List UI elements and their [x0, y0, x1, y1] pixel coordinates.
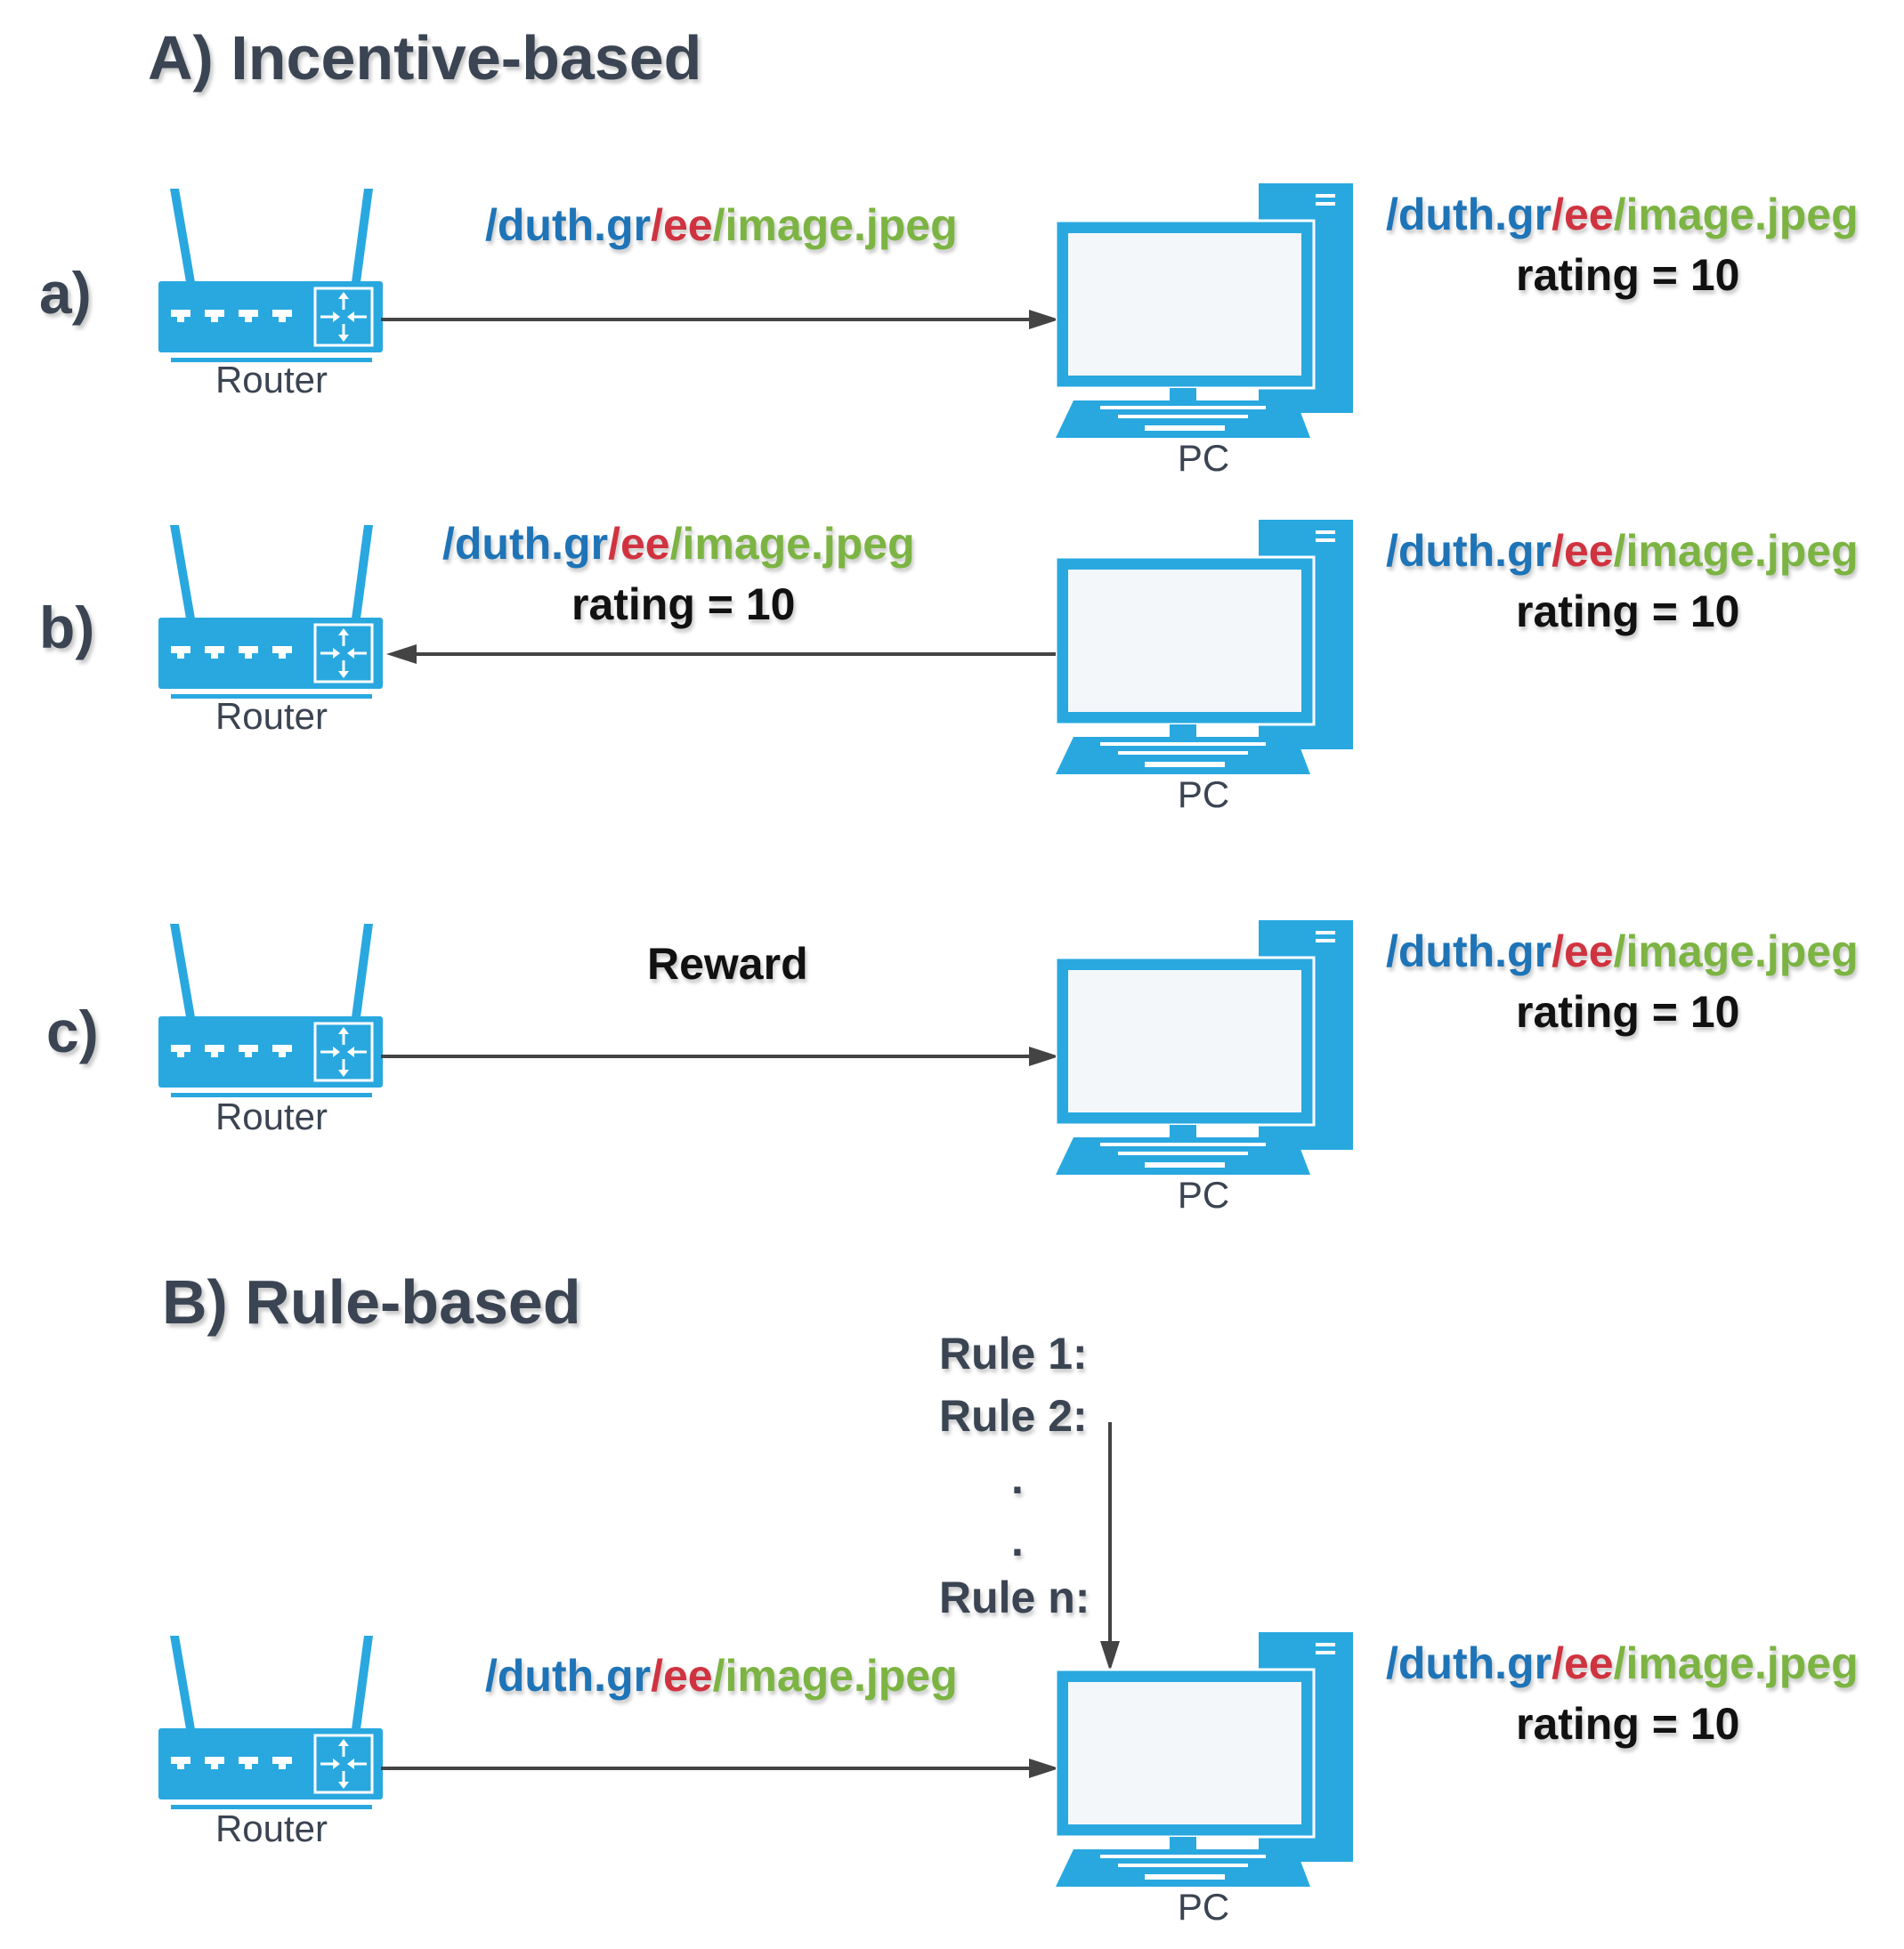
arrow-b	[386, 644, 1063, 664]
stored-path-a: /duth.gr/ee/image.jpeg	[1386, 190, 1859, 239]
transfer-path-b: /duth.gr/ee/image.jpeg	[442, 519, 915, 569]
rule-dot-2: .	[1011, 1516, 1024, 1565]
section-a-title: A) Incentive-based	[148, 23, 702, 93]
reward-label: Reward	[647, 939, 808, 989]
stored-rating-c: rating = 10	[1516, 987, 1740, 1037]
router-a-label: Router	[215, 359, 328, 400]
stored-path-c: /duth.gr/ee/image.jpeg	[1386, 926, 1859, 976]
pc-rule	[1054, 1632, 1358, 1896]
stored-path-rule: /duth.gr/ee/image.jpeg	[1386, 1638, 1859, 1688]
router-c-label: Router	[215, 1096, 328, 1137]
pc-b	[1054, 520, 1358, 784]
router-b-label: Router	[215, 695, 328, 737]
pc-rule-label: PC	[1177, 1886, 1230, 1928]
pc-c-label: PC	[1177, 1174, 1230, 1216]
router-rule	[158, 1632, 386, 1815]
router-c	[158, 920, 386, 1103]
stored-path-b: /duth.gr/ee/image.jpeg	[1386, 526, 1859, 576]
stored-rating-a: rating = 10	[1516, 250, 1740, 300]
transfer-rating-b: rating = 10	[571, 579, 796, 629]
router-icon	[158, 1636, 383, 1809]
pc-icon	[1054, 920, 1353, 1175]
row-b-label: b)	[39, 594, 95, 660]
arrow-c	[381, 1047, 1059, 1066]
arrow-rule	[381, 1759, 1059, 1778]
rule-dot-1: .	[1011, 1453, 1024, 1503]
pc-icon	[1054, 183, 1353, 438]
pc-icon	[1054, 1632, 1353, 1887]
pc-a	[1054, 183, 1358, 448]
router-a	[158, 185, 386, 368]
stored-rating-rule: rating = 10	[1516, 1699, 1740, 1749]
arrow-a	[381, 310, 1059, 329]
router-rule-label: Router	[215, 1807, 328, 1849]
stored-rating-b: rating = 10	[1516, 586, 1740, 636]
transfer-path-a: /duth.gr/ee/image.jpeg	[485, 200, 958, 250]
arrow-rules-down	[1100, 1422, 1120, 1671]
router-icon	[158, 189, 383, 362]
rule-n: Rule n:	[939, 1573, 1090, 1622]
row-c-label: c)	[46, 999, 99, 1064]
router-b	[158, 522, 386, 704]
router-icon	[158, 924, 383, 1097]
rule-2: Rule 2:	[939, 1391, 1088, 1441]
rule-1: Rule 1:	[939, 1329, 1088, 1379]
router-icon	[158, 525, 383, 699]
section-b-title: B) Rule-based	[162, 1267, 581, 1337]
transfer-path-rule: /duth.gr/ee/image.jpeg	[485, 1651, 958, 1701]
pc-c	[1054, 920, 1358, 1185]
pc-b-label: PC	[1177, 773, 1230, 815]
row-a-label: a)	[39, 260, 92, 326]
pc-icon	[1054, 520, 1353, 774]
pc-a-label: PC	[1177, 437, 1230, 479]
